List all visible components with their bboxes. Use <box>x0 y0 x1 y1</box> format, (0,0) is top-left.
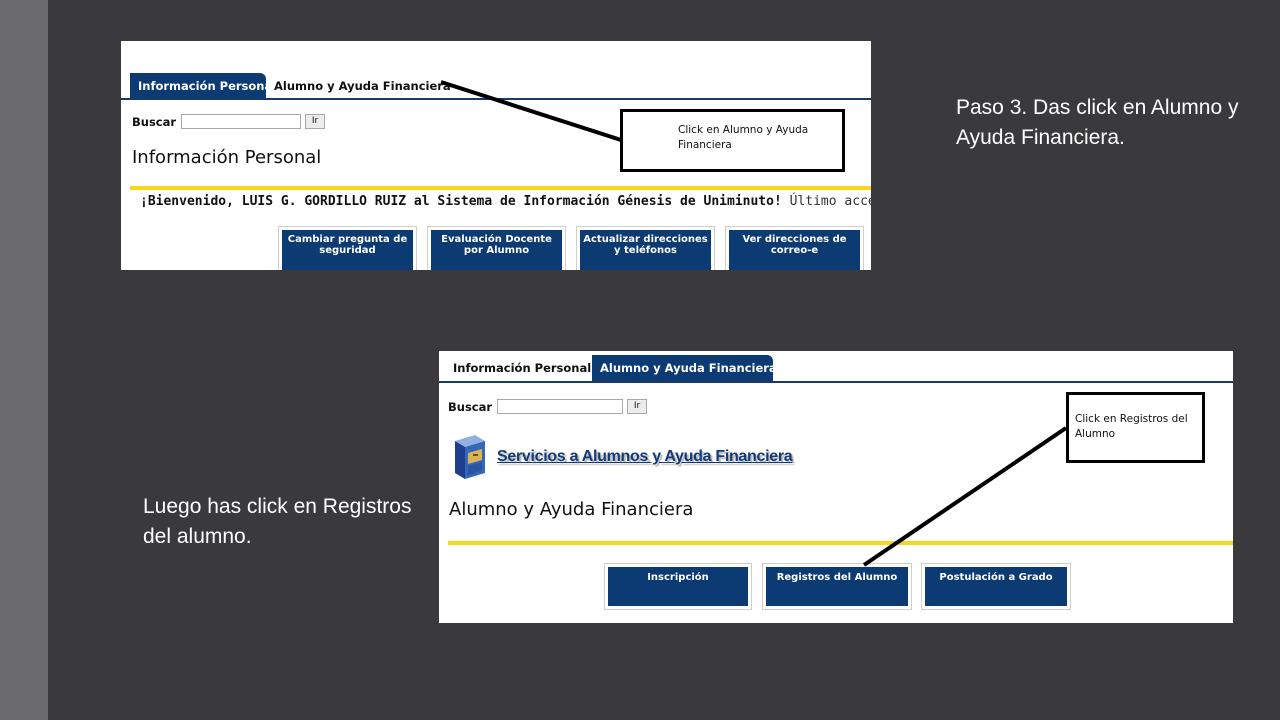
search-input[interactable] <box>181 114 302 129</box>
callout-box: Click en Registros del Alumno <box>1066 392 1205 463</box>
tab-bar: Información Personal Alumno y Ayuda Fina… <box>439 355 1233 383</box>
menu-button-ver-direcciones-correo[interactable]: Ver direcciones de correo-e <box>725 226 864 270</box>
services-header: Servicios a Alumnos y Ayuda Financiera <box>449 433 793 481</box>
menu-button-label: Registros del Alumno <box>766 567 908 606</box>
menu-button-cambiar-pregunta[interactable]: Cambiar pregunta de seguridad <box>278 226 417 270</box>
menu-button-label: Postulación a Grado <box>925 567 1067 606</box>
menu-button-label: Inscripción <box>608 567 748 606</box>
filing-cabinet-icon <box>455 435 485 479</box>
welcome-text: ¡Bienvenido, LUIS G. GORDILLO RUIZ al Si… <box>140 194 782 209</box>
menu-button-label: Ver direcciones de correo-e <box>729 230 860 270</box>
page-title: Información Personal <box>132 147 322 168</box>
search-input[interactable] <box>497 399 624 414</box>
menu-button-label: Actualizar direcciones y teléfonos <box>580 230 711 270</box>
slide-left-bar <box>0 0 48 720</box>
menu-button-label: Cambiar pregunta de seguridad <box>282 230 413 270</box>
menu-button-postulacion-grado[interactable]: Postulación a Grado <box>921 563 1071 610</box>
tab-underline <box>121 98 871 100</box>
tab-alumno-ayuda-financiera[interactable]: Alumno y Ayuda Financiera <box>266 73 451 100</box>
services-title: Servicios a Alumnos y Ayuda Financiera <box>497 448 793 465</box>
next-instruction-text: Luego has click en Registros del alumno. <box>143 495 412 548</box>
tab-bar: Información Personal Alumno y Ayuda Fina… <box>121 73 871 101</box>
menu-button-label: Evaluación Docente por Alumno <box>431 230 562 270</box>
page-title: Alumno y Ayuda Financiera <box>449 499 694 520</box>
search-go-button[interactable]: Ir <box>627 399 648 414</box>
menu-button-actualizar-direcciones[interactable]: Actualizar direcciones y teléfonos <box>576 226 715 270</box>
yellow-divider <box>448 541 1233 545</box>
step-instruction-text: Paso 3. Das click en Alumno y Ayuda Fina… <box>956 96 1239 149</box>
search-bar: Buscar Ir <box>132 114 326 129</box>
callout-box: Click en Alumno y Ayuda Financiera <box>620 109 845 172</box>
menu-button-evaluacion-docente[interactable]: Evaluación Docente por Alumno <box>427 226 566 270</box>
callout-text: Click en Alumno y Ayuda Financiera <box>678 124 809 151</box>
tab-underline <box>439 381 1233 383</box>
search-bar: Buscar Ir <box>448 399 648 414</box>
welcome-message: ¡Bienvenido, LUIS G. GORDILLO RUIZ al Si… <box>140 194 871 209</box>
callout-text: Click en Registros del Alumno <box>1075 413 1188 440</box>
search-go-button[interactable]: Ir <box>305 114 326 129</box>
tab-alumno-ayuda-financiera[interactable]: Alumno y Ayuda Financiera <box>592 355 777 382</box>
last-access-text: Último acceso web <box>789 194 871 209</box>
screenshot-informacion-personal: Información Personal Alumno y Ayuda Fina… <box>121 41 871 270</box>
tab-informacion-personal[interactable]: Información Personal <box>130 73 276 100</box>
screenshot-alumno-ayuda-financiera: Información Personal Alumno y Ayuda Fina… <box>439 351 1233 623</box>
search-label: Buscar <box>448 399 493 414</box>
menu-button-inscripcion[interactable]: Inscripción <box>604 563 752 610</box>
search-label: Buscar <box>132 114 177 129</box>
yellow-divider <box>130 186 871 190</box>
menu-button-registros-alumno[interactable]: Registros del Alumno <box>762 563 912 610</box>
tab-informacion-personal[interactable]: Información Personal <box>445 355 592 382</box>
